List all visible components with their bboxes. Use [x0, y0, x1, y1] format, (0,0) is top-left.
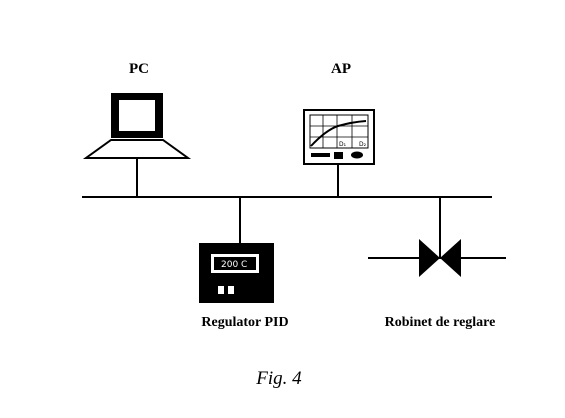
ap-marker-d2: D₂	[359, 141, 367, 148]
valve-icon	[419, 239, 461, 277]
regulator-display-value: 200 C	[221, 260, 247, 270]
valve-label: Robinet de reglare	[385, 315, 496, 330]
regulator-label: Regulator PID	[201, 315, 288, 330]
ap-panel-icon: D₁ D₂	[303, 109, 375, 165]
pc-laptop-icon	[82, 93, 192, 159]
ap-label: AP	[331, 61, 351, 77]
pc-label: PC	[129, 61, 149, 77]
ap-marker-d1: D₁	[339, 141, 347, 148]
figure-caption: Fig. 4	[255, 368, 302, 389]
regulator-pid-icon	[199, 243, 274, 303]
